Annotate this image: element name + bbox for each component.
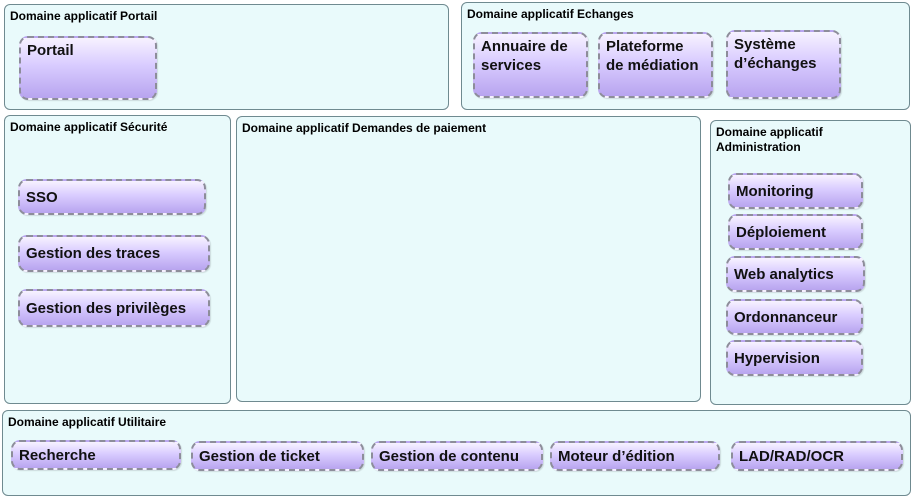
domain-portail: Domaine applicatif Portail Portail xyxy=(4,4,449,110)
component-portail[interactable]: Portail xyxy=(19,36,157,100)
domain-title: Domaine applicatif Utilitaire xyxy=(8,415,167,429)
domain-securite: Domaine applicatif Sécurité SSO Gestion … xyxy=(4,115,231,404)
domain-title: Domaine applicatif Echanges xyxy=(467,7,634,21)
domain-title: Domaine applicatif Sécurité xyxy=(10,120,168,134)
component-gestion-de-ticket[interactable]: Gestion de ticket xyxy=(191,441,364,471)
domain-demandes-de-paiement: Domaine applicatif Demandes de paiement xyxy=(236,116,701,402)
component-gestion-des-traces[interactable]: Gestion des traces xyxy=(18,235,210,272)
component-ordonnanceur[interactable]: Ordonnanceur xyxy=(726,299,863,335)
component-monitoring[interactable]: Monitoring xyxy=(728,173,863,209)
component-deploiement[interactable]: Déploiement xyxy=(728,214,863,250)
component-hypervision[interactable]: Hypervision xyxy=(726,340,863,376)
component-gestion-des-privileges[interactable]: Gestion des privilèges xyxy=(18,289,210,327)
domain-utilitaire: Domaine applicatif Utilitaire Recherche … xyxy=(2,410,911,496)
domain-title: Domaine applicatif Administration xyxy=(716,125,823,154)
component-annuaire-de-services[interactable]: Annuaire de services xyxy=(473,32,588,98)
component-systeme-d-echanges[interactable]: Système d’échanges xyxy=(726,30,841,99)
component-plateforme-de-mediation[interactable]: Plateforme de médiation xyxy=(598,32,713,98)
component-sso[interactable]: SSO xyxy=(18,179,206,215)
component-web-analytics[interactable]: Web analytics xyxy=(726,256,865,292)
component-moteur-d-edition[interactable]: Moteur d’édition xyxy=(550,441,720,471)
domain-administration: Domaine applicatif Administration Monito… xyxy=(710,120,911,405)
domain-title: Domaine applicatif Portail xyxy=(10,9,158,23)
domain-title: Domaine applicatif Demandes de paiement xyxy=(242,121,487,135)
domain-echanges: Domaine applicatif Echanges Annuaire de … xyxy=(461,2,910,110)
component-gestion-de-contenu[interactable]: Gestion de contenu xyxy=(371,441,543,471)
component-recherche[interactable]: Recherche xyxy=(11,440,181,470)
component-lad-rad-ocr[interactable]: LAD/RAD/OCR xyxy=(731,441,903,471)
